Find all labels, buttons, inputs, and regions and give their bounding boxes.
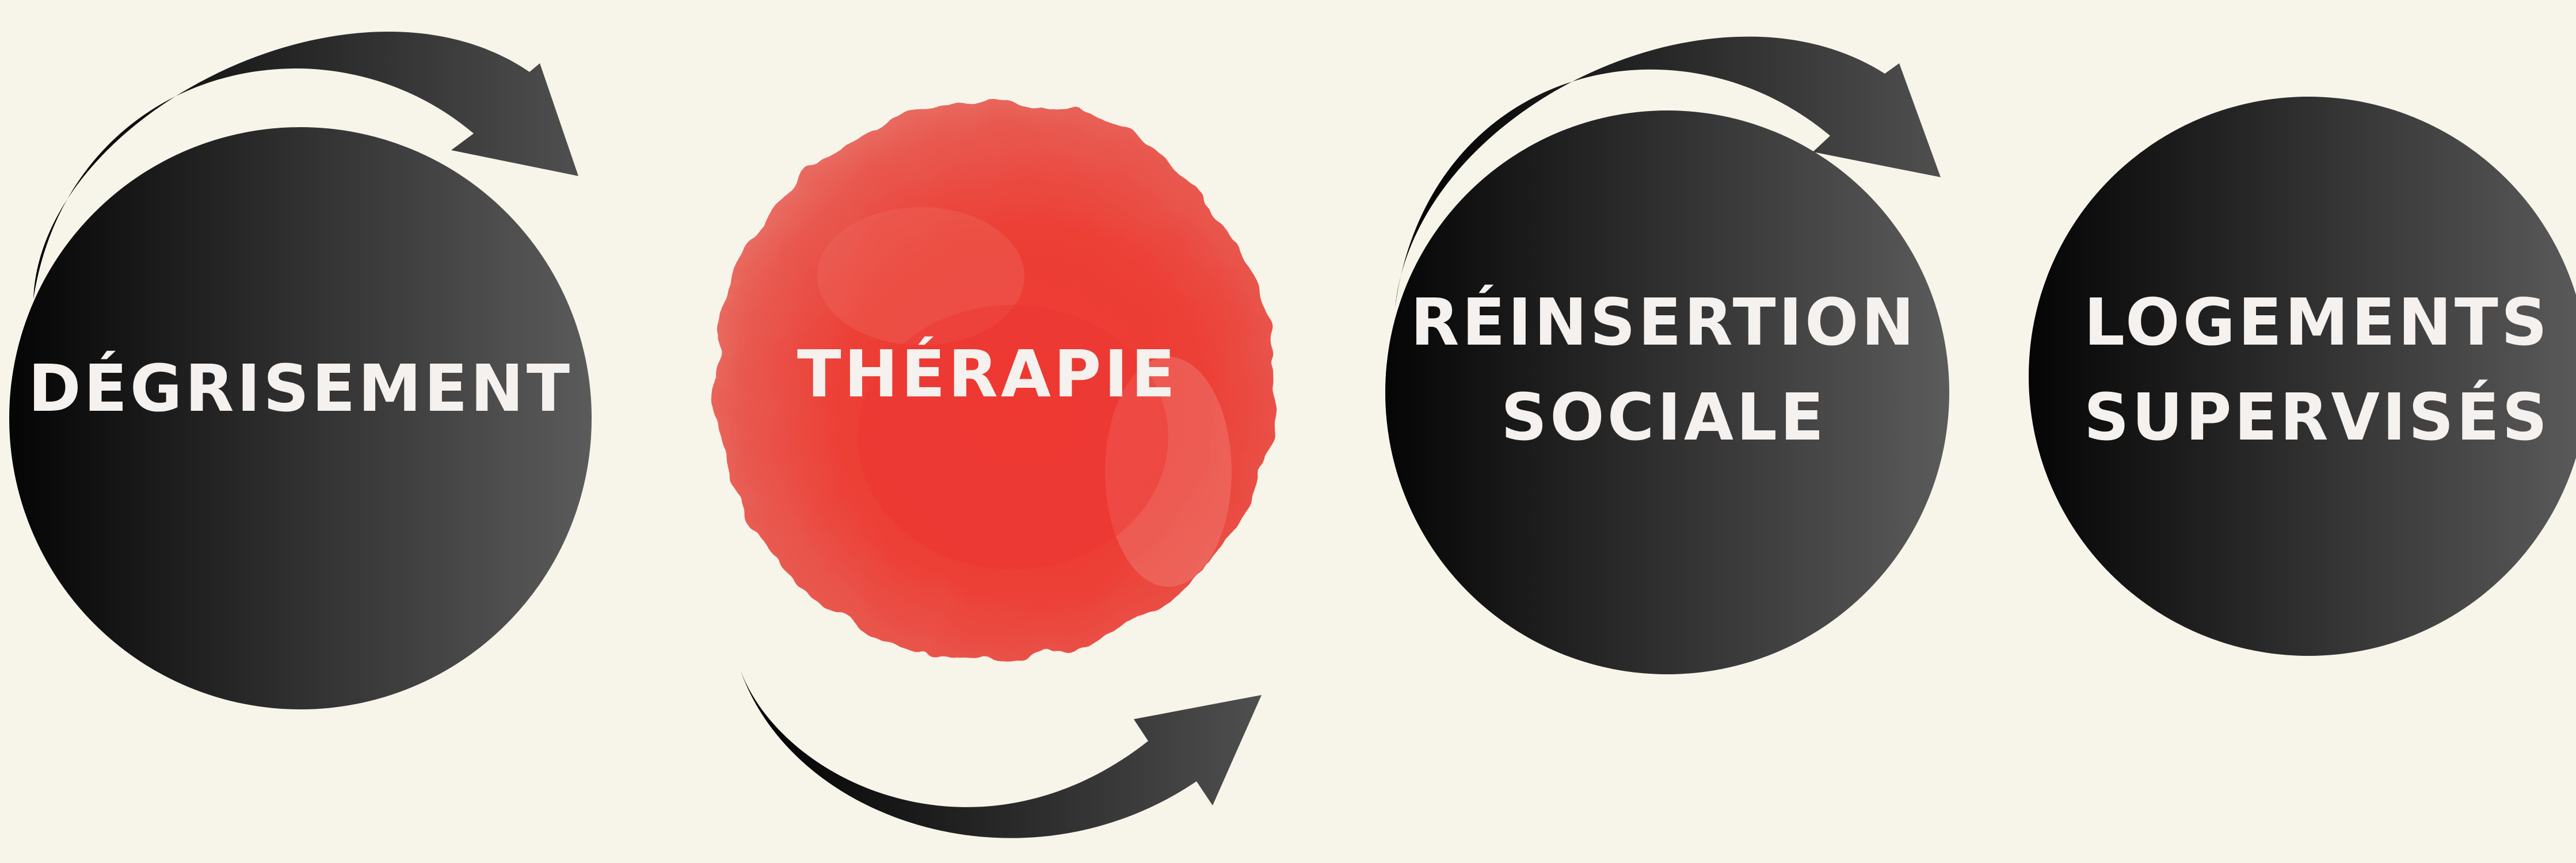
logements-supervises-circle <box>2029 97 2576 656</box>
curved-arrow-icon <box>1395 36 1941 308</box>
logements-label-line-2: SUPERVISÉS <box>2084 379 2550 455</box>
curved-arrow-icon <box>741 671 1262 838</box>
curved-arrow-icon <box>33 32 578 299</box>
degrisement-label: DÉGRISEMENT <box>28 350 573 426</box>
degrisement-circle <box>9 127 592 709</box>
therapie-circle <box>715 101 1274 660</box>
logements-label-line-1: LOGEMENTS <box>2084 285 2550 360</box>
therapie-label: THÉRAPIE <box>797 336 1178 412</box>
reinsertion-label-line-2: SOCIALE <box>1501 380 1827 455</box>
reinsertion-sociale-circle <box>1385 110 1949 674</box>
reinsertion-label-line-1: RÉINSERTION <box>1411 284 1917 360</box>
